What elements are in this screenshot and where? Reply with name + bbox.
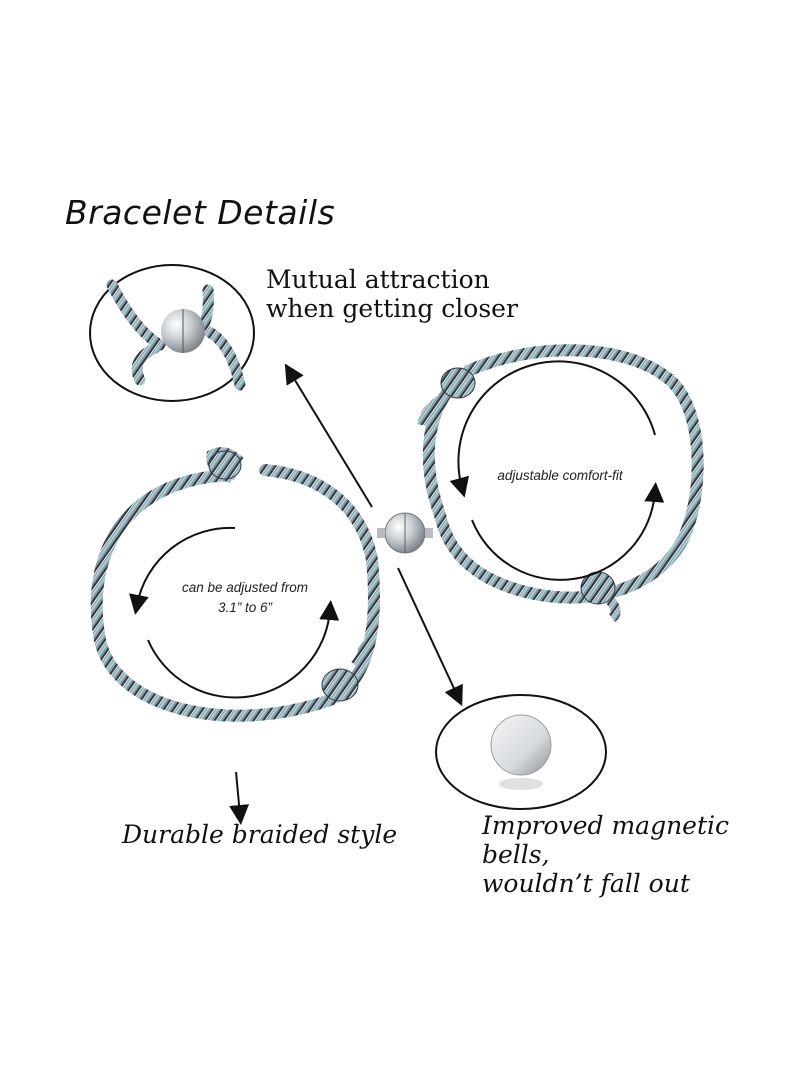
sliding-knot <box>440 367 476 399</box>
sliding-knot <box>321 668 359 702</box>
arrow-to-braided-label <box>229 771 250 825</box>
attraction-line-2: when getting closer <box>266 294 518 323</box>
left-bracelet <box>90 447 380 722</box>
left-adjust-arrows <box>129 526 340 699</box>
magnetic-disc <box>490 714 552 776</box>
magnetic-clasp <box>377 512 433 554</box>
callout-ellipse <box>89 264 255 402</box>
right-bracelet <box>417 344 704 622</box>
bells-callout: Improved magnetic bells, wouldn’t fall o… <box>482 811 800 898</box>
attraction-line-1: Mutual attraction <box>266 265 490 294</box>
left-note-line-2: 3.1” to 6” <box>217 600 273 615</box>
sliding-knot <box>208 450 242 480</box>
braided-callout: Durable braided style <box>122 820 398 849</box>
magnet-closeup-callout <box>89 264 255 402</box>
bells-line-2: wouldn’t fall out <box>482 869 690 898</box>
arrow-to-magnet-closeup <box>284 363 373 508</box>
pointer-arrows <box>229 363 463 825</box>
bells-line-1: Improved magnetic bells, <box>482 811 730 869</box>
left-note-line-1: can be adjusted from <box>181 580 309 595</box>
right-adjust-arrows <box>449 360 665 581</box>
page-title: Bracelet Details <box>65 193 336 232</box>
right-adjust-note: adjustable comfort-fit <box>497 468 623 483</box>
attraction-callout: Mutual attraction when getting closer <box>266 265 518 323</box>
callout-ellipse <box>435 694 607 810</box>
magnetic-bell-callout <box>435 694 607 810</box>
left-adjust-note: can be adjusted from 3.1” to 6” <box>150 578 340 618</box>
arrow-to-bell-closeup <box>397 567 463 707</box>
